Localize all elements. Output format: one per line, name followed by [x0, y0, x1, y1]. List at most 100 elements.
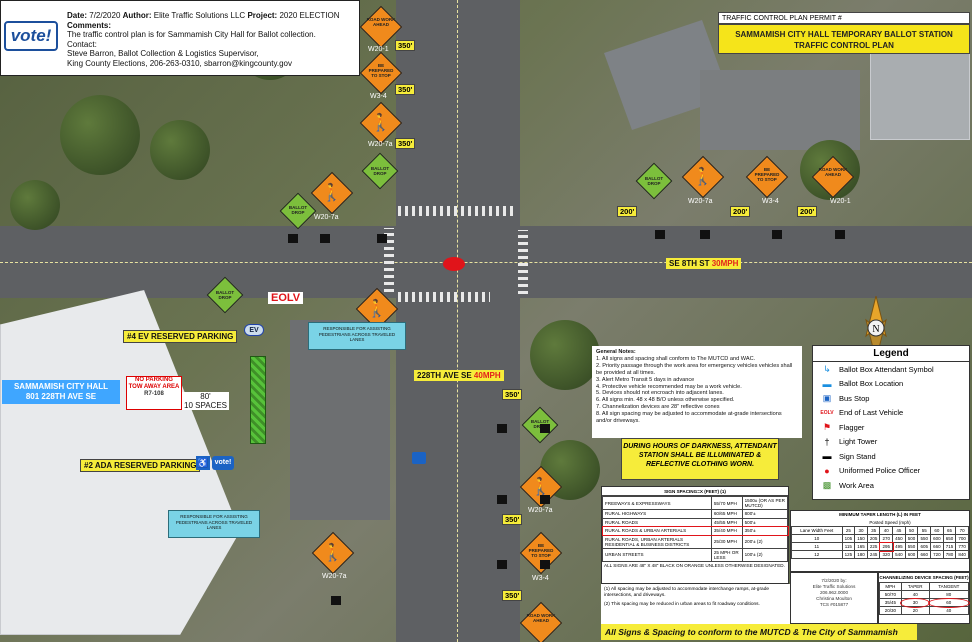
- table-cell: 800'±: [741, 509, 789, 519]
- contact-label: Contact:: [67, 39, 97, 49]
- table-cell: 10: [791, 534, 843, 543]
- legend-label: Bus Stop: [839, 393, 870, 403]
- spacing-tag: 350': [502, 590, 523, 601]
- spacing-footnotes: (1) All spacing may be adjusted to accom…: [601, 584, 793, 624]
- ballot-drop-text: BALLOT DROP: [370, 166, 390, 176]
- table-cell: 55: [917, 526, 932, 535]
- lane-line: [457, 0, 458, 642]
- flagger-icon: 🚶: [530, 477, 552, 496]
- table-cell: 45/55 MPH: [710, 517, 743, 527]
- ada-icon: ♿: [196, 456, 210, 470]
- spacing-tag: 200': [730, 206, 751, 217]
- road-work-ahead-text: ROAD WORK AHEAD: [818, 167, 848, 177]
- table-cell: 495: [892, 542, 906, 551]
- table-cell: 60/65 MPH: [710, 509, 743, 519]
- sign-stand: [540, 495, 550, 504]
- legend-label: Sign Stand: [839, 451, 876, 461]
- table-cell: 60: [928, 597, 970, 608]
- table-cell: 540: [892, 550, 906, 559]
- sign-off-line: Christina Moulton: [816, 596, 852, 601]
- bus-stop-icon: [412, 452, 426, 464]
- table-cell: 780: [942, 550, 957, 559]
- legend-item: ↳Ballot Box Attendant Symbol: [813, 362, 969, 377]
- parking-lot: [290, 320, 390, 520]
- date-label: Date:: [67, 11, 88, 20]
- sign-stand: [540, 560, 550, 569]
- table-cell: 715: [942, 542, 957, 551]
- lane-line: [0, 262, 972, 263]
- darkness-notice: DURING HOURS OF DARKNESS, ATTENDANT STAT…: [621, 438, 779, 480]
- table-cell: 600: [904, 550, 919, 559]
- ev-badge: EV: [244, 324, 264, 336]
- sign-stand: [320, 234, 330, 243]
- table-cell: 295: [878, 541, 894, 552]
- road-work-ahead-text: ROAD WORK AHEAD: [366, 17, 396, 27]
- north-arrow-icon: N: [865, 296, 887, 360]
- table-cell: 25 MPH OR LESS: [710, 547, 743, 562]
- table-cell: 125: [841, 550, 856, 559]
- date-value: 7/2/2020: [89, 11, 121, 20]
- table-cell: 450: [892, 534, 906, 543]
- table-cell: 650: [942, 534, 957, 543]
- sign-stand: [377, 234, 387, 243]
- notes-title: General Notes:: [596, 349, 636, 355]
- sign-stand: [540, 424, 550, 433]
- flagger-icon: 🚶: [692, 167, 714, 186]
- sign-stand-icon: ▬: [822, 451, 832, 462]
- flagger-icon: ⚑: [822, 421, 832, 432]
- table-cell: 660: [917, 550, 932, 559]
- comment-text: The traffic control plan is for Sammamis…: [67, 30, 316, 39]
- pedestrian-note-bottom: RESPONSIBLE FOR ASSISTING PEDESTRIANS AC…: [168, 510, 260, 538]
- table-cell: 65: [942, 526, 957, 535]
- legend-label: Uniformed Police Officer: [839, 466, 921, 476]
- table-cell: 180: [854, 550, 868, 559]
- table-cell: 35/45: [879, 598, 902, 607]
- footnote: (1) All spacing may be adjusted to accom…: [604, 587, 770, 598]
- sign-off-line: TCS #015877: [819, 602, 849, 607]
- be-prepared-text: BE PREPARED TO STOP: [754, 167, 780, 182]
- table-cell: 500: [904, 534, 919, 543]
- se-8th-speed: 30MPH: [711, 259, 739, 268]
- crosswalk: [518, 230, 528, 294]
- table-cell: 25/30 MPH: [710, 534, 743, 549]
- table-cell: Lane Width Feet: [791, 526, 843, 535]
- vote-badge: vote!: [212, 456, 234, 470]
- table-cell: 20: [900, 606, 930, 615]
- table-cell: 105: [841, 534, 856, 543]
- light-tower-icon: †: [824, 436, 830, 447]
- table-cell: RURAL ROADS, URBAN ARTERIALS RESIDENTIAL…: [602, 534, 712, 549]
- crosswalk: [398, 292, 490, 302]
- project-header: vote! Date: 7/2/2020 Author: Elite Traff…: [0, 0, 360, 76]
- sign-off-stamp: 7/2/2020 by: Elite Traffic Solutions 206…: [790, 572, 878, 624]
- sign-code: W3-4: [762, 198, 779, 205]
- legend-label: Work Area: [839, 480, 874, 490]
- pedestrian-note-top: RESPONSIBLE FOR ASSISTING PEDESTRIANS AC…: [308, 322, 406, 350]
- tree: [60, 95, 140, 175]
- plan-title: SAMMAMISH CITY HALL TEMPORARY BALLOT STA…: [718, 24, 970, 54]
- no-word: NO: [135, 377, 145, 383]
- spacing-tag: 350': [395, 138, 416, 149]
- permit-label: TRAFFIC CONTROL PLAN PERMIT #: [718, 12, 970, 24]
- table-cell: 70: [955, 526, 969, 535]
- spacing-tag: 200': [617, 206, 638, 217]
- spacing-tag: 350': [502, 389, 523, 400]
- sign-stand: [772, 230, 782, 239]
- table-cell: 320: [879, 550, 894, 559]
- table-cell: 40: [879, 526, 894, 535]
- plan-title-line2: TRAFFIC CONTROL PLAN: [794, 41, 894, 50]
- parking-word: PARKING: [145, 377, 173, 383]
- crosswalk: [398, 206, 514, 216]
- road-work-ahead-text: ROAD WORK AHEAD: [526, 613, 556, 623]
- city-hall-name: SAMMAMISH CITY HALL: [13, 382, 109, 391]
- table-cell: 40: [928, 606, 970, 615]
- tree: [150, 120, 210, 180]
- legend-item: ▣Bus Stop: [813, 391, 969, 406]
- table-row: RURAL ROADS, URBAN ARTERIALS RESIDENTIAL…: [602, 534, 789, 549]
